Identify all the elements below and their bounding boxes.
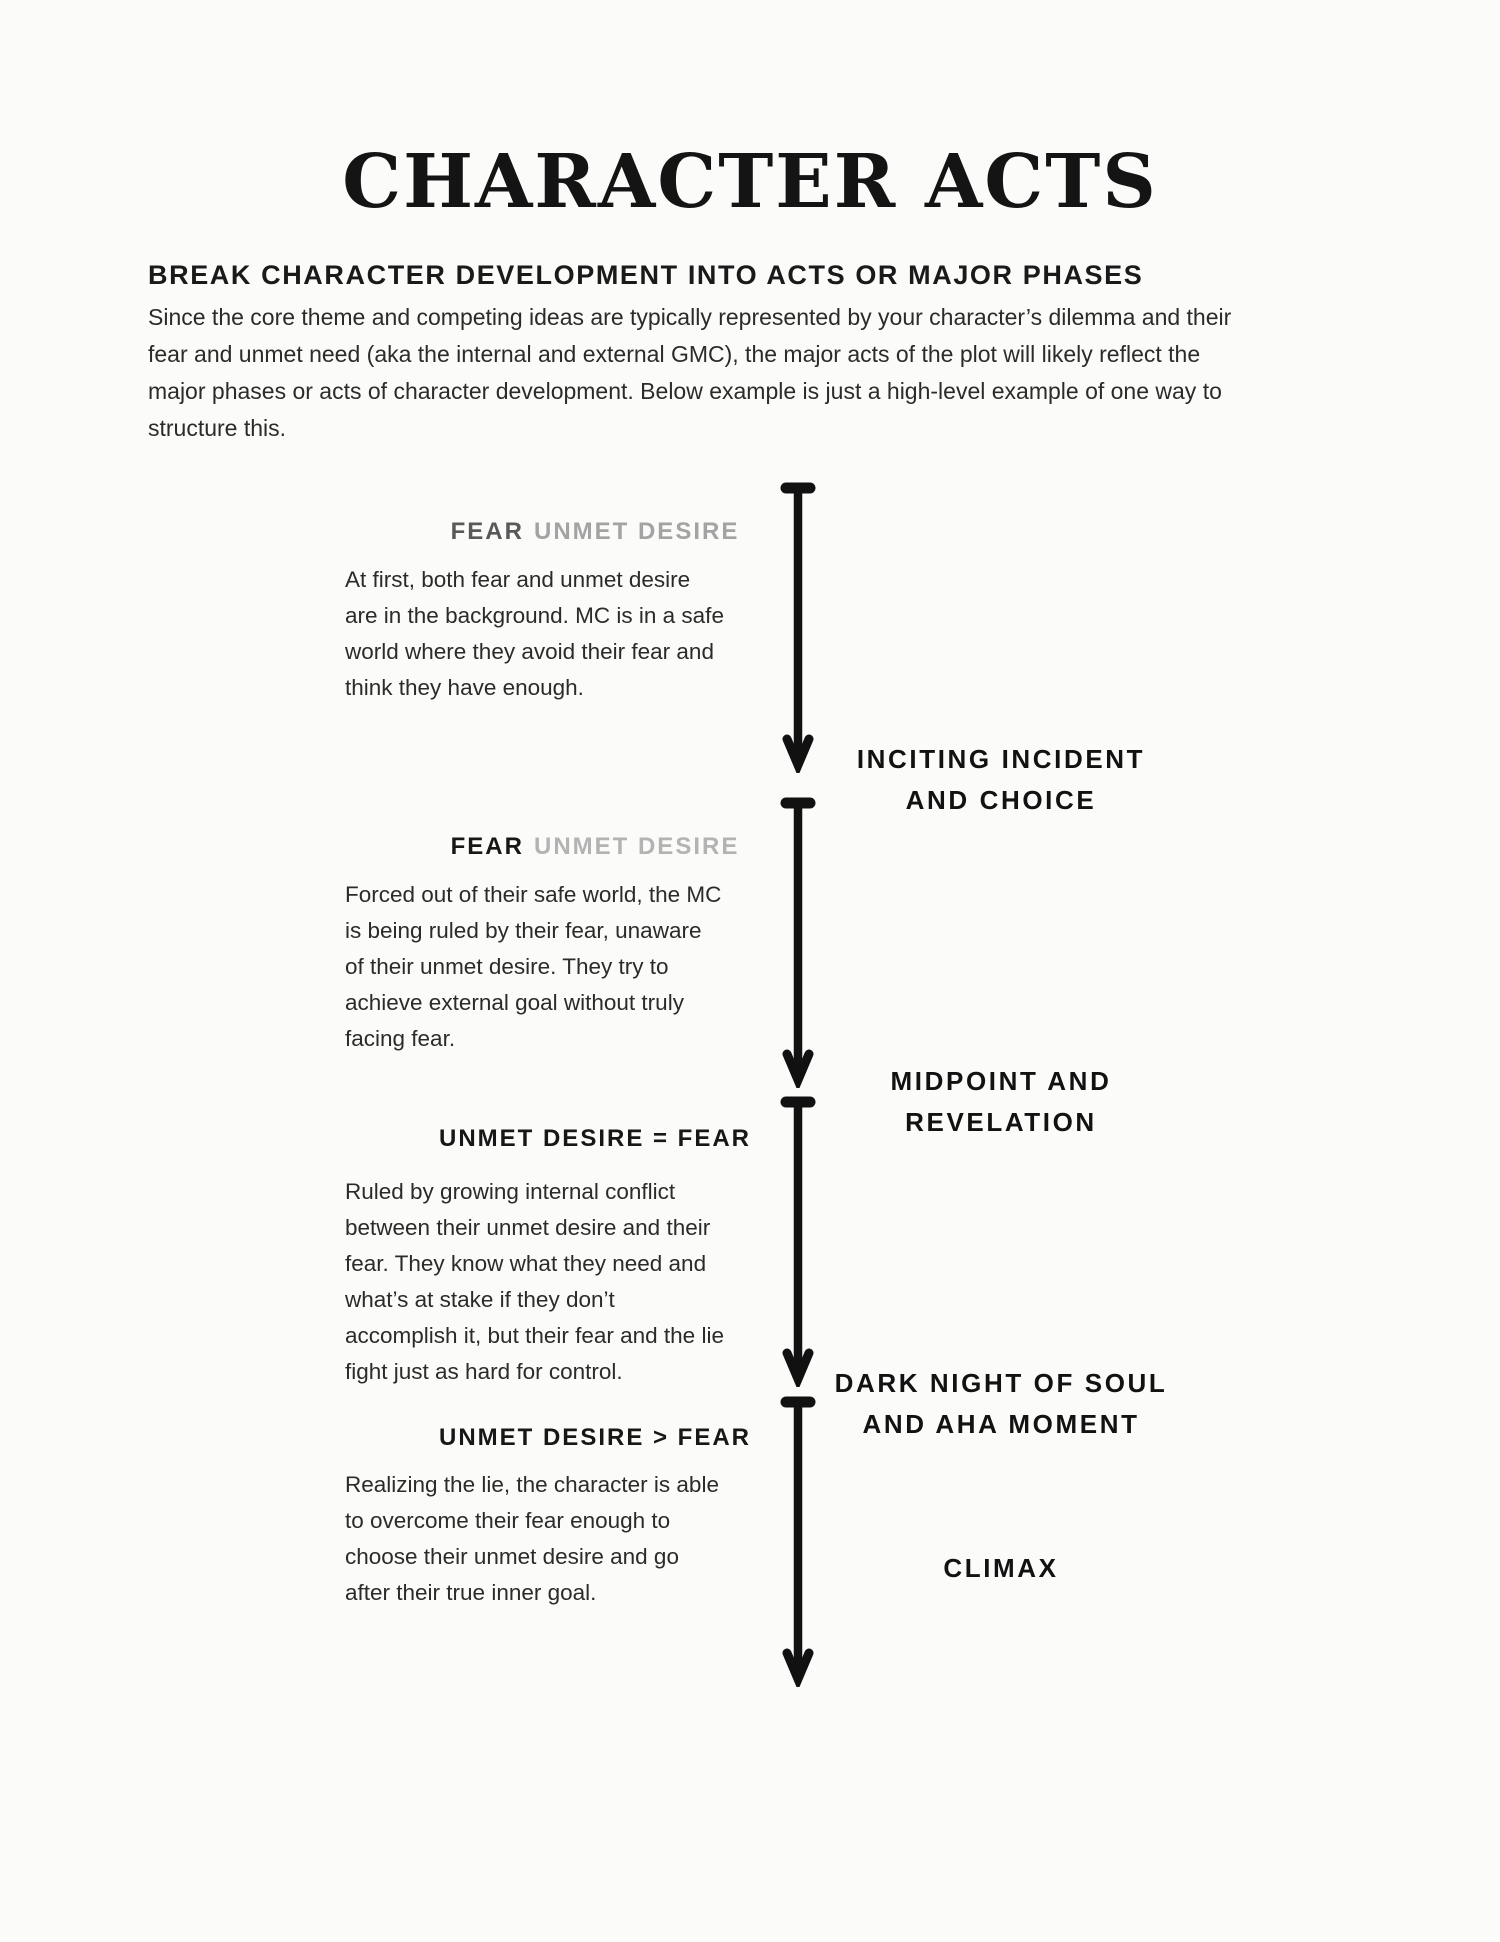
milestone-line: AND AHA MOMENT: [862, 1409, 1140, 1439]
milestone-midpoint: MIDPOINT AND REVELATION: [801, 1061, 1201, 1143]
page-title: CHARACTER ACTS: [342, 139, 1158, 225]
milestone-line: AND CHOICE: [905, 785, 1097, 815]
phase-3-description: Ruled by growing internal conflict betwe…: [345, 1179, 724, 1384]
phase-4-heading: UNMET DESIRE > FEAR: [344, 1423, 846, 1453]
milestone-dark-night: DARK NIGHT OF SOUL AND AHA MOMENT: [801, 1363, 1201, 1445]
timeline-down-arrow-4: [768, 1395, 828, 1687]
timeline-down-arrow-3: [768, 1095, 828, 1387]
section-heading: BREAK CHARACTER DEVELOPMENT INTO ACTS OR…: [148, 260, 1144, 290]
intro-paragraph: Since the core theme and competing ideas…: [148, 304, 1232, 441]
phase-1-description: At first, both fear and unmet desire are…: [345, 567, 724, 700]
down-arrow-icon: [780, 1396, 816, 1687]
milestone-line: REVELATION: [905, 1107, 1097, 1137]
down-arrow-icon: [780, 797, 816, 1088]
down-arrow-icon: [780, 1096, 816, 1387]
milestone-inciting-incident: INCITING INCIDENT AND CHOICE: [801, 739, 1201, 821]
phase-2-label-unmet-desire: UNMET DESIRE: [533, 833, 740, 860]
milestone-line: CLIMAX: [943, 1553, 1059, 1583]
phase-2-heading: FEAR UNMET DESIRE: [344, 832, 846, 862]
milestone-line: MIDPOINT AND: [890, 1066, 1112, 1096]
phase-4-description: Realizing the lie, the character is able…: [345, 1472, 719, 1605]
phase-1-label-fear: FEAR: [450, 518, 524, 545]
timeline-down-arrow-1: [768, 481, 828, 773]
phase-1-heading: FEAR UNMET DESIRE: [344, 517, 846, 547]
milestone-climax: CLIMAX: [801, 1548, 1201, 1589]
phase-3-label: UNMET DESIRE = FEAR: [438, 1125, 752, 1152]
milestone-line: INCITING INCIDENT: [856, 744, 1146, 774]
phase-4-label: UNMET DESIRE > FEAR: [438, 1424, 752, 1451]
phase-2-description: Forced out of their safe world, the MC i…: [345, 882, 722, 1051]
timeline-down-arrow-2: [768, 796, 828, 1088]
down-arrow-icon: [780, 482, 816, 773]
phase-3-heading: UNMET DESIRE = FEAR: [344, 1124, 846, 1154]
phase-2-label-fear: FEAR: [450, 833, 524, 860]
milestone-line: DARK NIGHT OF SOUL: [834, 1368, 1168, 1398]
phase-1-label-unmet-desire: UNMET DESIRE: [533, 518, 740, 545]
